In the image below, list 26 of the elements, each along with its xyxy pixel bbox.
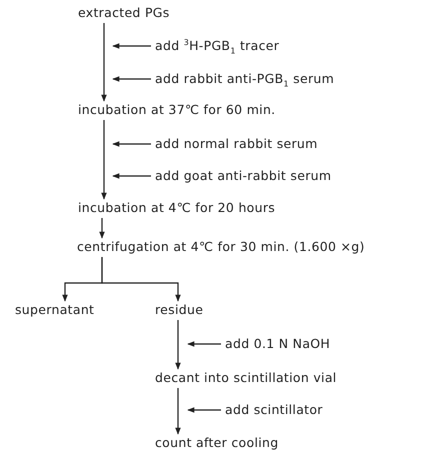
arrow xyxy=(101,257,181,302)
step-text: add 0.1 N NaOH xyxy=(225,336,330,352)
arrow xyxy=(99,218,105,239)
arrow xyxy=(175,388,181,435)
arrow xyxy=(187,407,221,413)
arrow xyxy=(112,173,151,179)
arrow xyxy=(187,341,221,347)
step-text: add goat anti-rabbit serum xyxy=(155,168,332,184)
step-text: incubation at 4℃ for 20 hours xyxy=(78,200,276,216)
step-text: centrifugation at 4℃ for 30 min. (1.600 ×g) xyxy=(77,239,365,255)
step-text: add $^{3}$H-PGB$_{1}$ tracer xyxy=(155,38,280,54)
step-text: decant into scintillation vial xyxy=(155,370,337,386)
step-text: incubation at 37℃ for 60 min. xyxy=(78,102,276,118)
step-text: residue xyxy=(155,302,204,318)
arrow xyxy=(101,120,107,200)
arrow xyxy=(112,43,151,49)
arrow xyxy=(175,320,181,370)
step-text: count after cooling xyxy=(155,435,278,451)
step-text: add rabbit anti-PGB$_{1}$ serum xyxy=(155,71,334,87)
step-text: add normal rabbit serum xyxy=(155,136,318,152)
arrow xyxy=(112,76,151,82)
arrow xyxy=(112,141,151,147)
step-text: supernatant xyxy=(15,302,94,318)
step-text: add scintillator xyxy=(225,402,323,418)
step-text: extracted PGs xyxy=(78,5,170,21)
arrow xyxy=(101,23,107,102)
